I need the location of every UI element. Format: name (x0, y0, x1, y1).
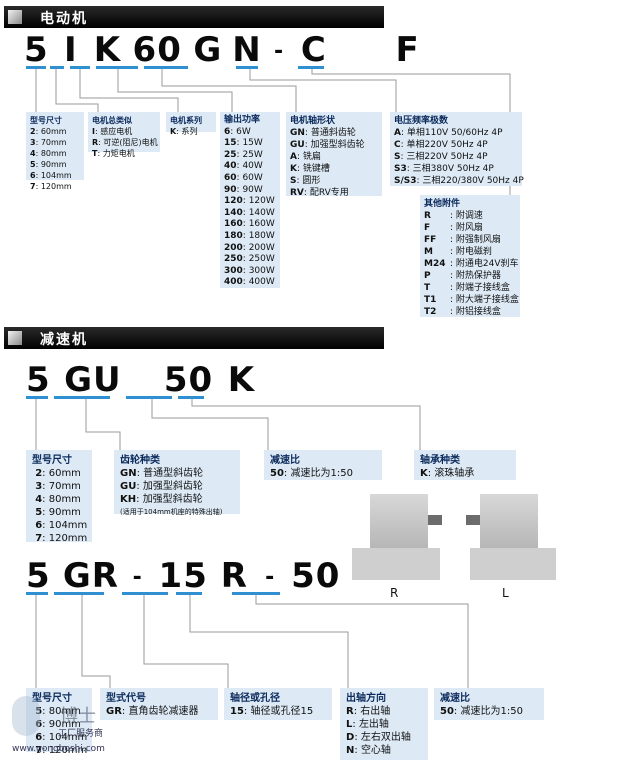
code-char: 60 (132, 30, 182, 70)
box-title: 型式代号 (106, 693, 146, 704)
reducer-bore-box: 轴径或孔径 15: 轴径或孔径15 (224, 688, 332, 720)
motor-power-box: 输出功率 6: 6W 15: 15W 25: 25W 40: 40W 60: 6… (220, 112, 280, 288)
code-char: K (93, 30, 122, 70)
reducer-size-box: 型号尺寸 2: 60mm 3: 70mm 4: 80mm 5: 90mm 6: … (26, 450, 92, 544)
code-underline (176, 592, 202, 595)
motor-series-box: 电机系列 K: 系列 (166, 112, 216, 136)
code-underline (178, 396, 204, 399)
motor-accessory-box: 其他附件 R: 附调速 F: 附风扇 FF: 附强制风扇 M: 附电磁刹 M24… (420, 195, 520, 317)
code-underline (50, 66, 64, 69)
code-char: 5 (26, 556, 51, 596)
code-char: 5 (26, 360, 51, 400)
code-char: 5 (24, 30, 49, 70)
code-dash: - (273, 39, 285, 64)
code-underline (144, 66, 188, 69)
code-underline (96, 66, 138, 69)
gearbox-l-label: L (502, 586, 509, 600)
code-underline (26, 592, 48, 595)
reducer-section-header: 减速机 (4, 327, 384, 349)
watermark-url: www.gongboshi.com (12, 744, 105, 754)
code-underline (236, 66, 258, 69)
code-dash: - (265, 565, 276, 590)
box-title: 其他附件 (424, 199, 461, 209)
code-char: C (300, 30, 327, 70)
code-char: GU (64, 360, 122, 400)
code-underline (26, 396, 48, 399)
motor-size-box: 型号尺寸 2: 60mm 3: 70mm 4: 80mm 5: 90mm 6: … (26, 112, 84, 191)
code-char: 50 (291, 556, 341, 596)
box-title: 电机系列 (170, 116, 202, 125)
reducer-model-code-1: 5 GU 50 K (26, 360, 255, 400)
box-title: 型号尺寸 (32, 455, 72, 466)
motor-section-header: 电动机 (4, 6, 384, 28)
code-char: K (227, 360, 256, 400)
motor-shaft-box: 电机轴形状 GN: 普通斜齿轮 GU: 加强型斜齿轮 A: 铣扁 K: 铣键槽 … (286, 112, 382, 198)
box-title: 轴承种类 (420, 455, 460, 466)
robot-logo-icon (12, 696, 40, 736)
code-char: 50 (163, 360, 214, 400)
box-title: 减速比 (270, 455, 300, 466)
box-title: 减速比 (440, 693, 470, 704)
box-title: 电机总类似 (92, 116, 132, 125)
gearbox-r-label: R (390, 586, 399, 600)
header-square-icon (8, 331, 22, 345)
box-title: 型号尺寸 (30, 116, 62, 125)
motor-voltage-box: 电压频率极数 A: 单相110V 50/60Hz 4P C: 单相220V 50… (390, 112, 524, 186)
reducer-size2-box: 型号尺寸 5: 80mm 6: 90mm 6: 104mm 7: 120mm (26, 688, 92, 756)
code-char: R (220, 556, 248, 596)
box-title: 轴径或孔径 (230, 693, 280, 704)
code-underline (70, 66, 90, 69)
gear-note: (适用于104mm机座的特殊出轴) (120, 508, 223, 516)
box-title: 齿轮种类 (120, 455, 160, 466)
box-title: 电压频率极数 (394, 116, 449, 126)
motor-model-code: 5 I K 60 G N - C F (24, 30, 422, 70)
code-underline (232, 592, 280, 595)
code-char: G (193, 30, 223, 70)
reducer-direction-box: 出轴方向 R: 右出轴 L: 左出轴 D: 左右双出轴 N: 空心轴 (340, 688, 428, 760)
watermark-brand: 博士 (60, 706, 96, 727)
motor-type-box: 电机总类似 I: 感应电机 R: 可逆(阻尼)电机 T: 力矩电机 (88, 112, 160, 158)
code-char: 15 (158, 556, 208, 596)
code-underline (54, 592, 104, 595)
code-char: N (232, 30, 262, 70)
code-underline (122, 592, 168, 595)
reducer-ratio2-box: 减速比 50: 减速比为1:50 (434, 688, 544, 720)
header-square-icon (8, 10, 22, 24)
code-underline (126, 396, 172, 399)
code-char: F (395, 30, 420, 70)
motor-section-title: 电动机 (40, 11, 88, 27)
box-title: 电机轴形状 (290, 116, 336, 126)
code-underline (26, 66, 46, 69)
reducer-section-title: 减速机 (40, 332, 88, 348)
code-underline (54, 396, 110, 399)
box-title: 输出功率 (224, 115, 261, 125)
code-char: GR (62, 556, 119, 596)
reducer-gear-box: 齿轮种类 GN: 普通型斜齿轮 GU: 加强型斜齿轮 KH: 加强型斜齿轮 (适… (114, 450, 240, 516)
box-title: 出轴方向 (346, 693, 386, 704)
code-dash: - (132, 565, 143, 590)
code-char: I (64, 30, 78, 70)
reducer-bearing-box: 轴承种类 K: 滚珠轴承 (414, 450, 516, 480)
box-title: 型号尺寸 (32, 693, 72, 704)
code-underline (298, 66, 324, 69)
reducer-model-box: 型式代号 GR: 直角齿轮减速器 (100, 688, 218, 720)
watermark-tagline: 工厂服务商 (58, 729, 104, 739)
reducer-model-code-2: 5 GR - 15 R - 50 (26, 556, 339, 596)
reducer-ratio-box: 减速比 50: 减速比为1:50 (264, 450, 382, 480)
